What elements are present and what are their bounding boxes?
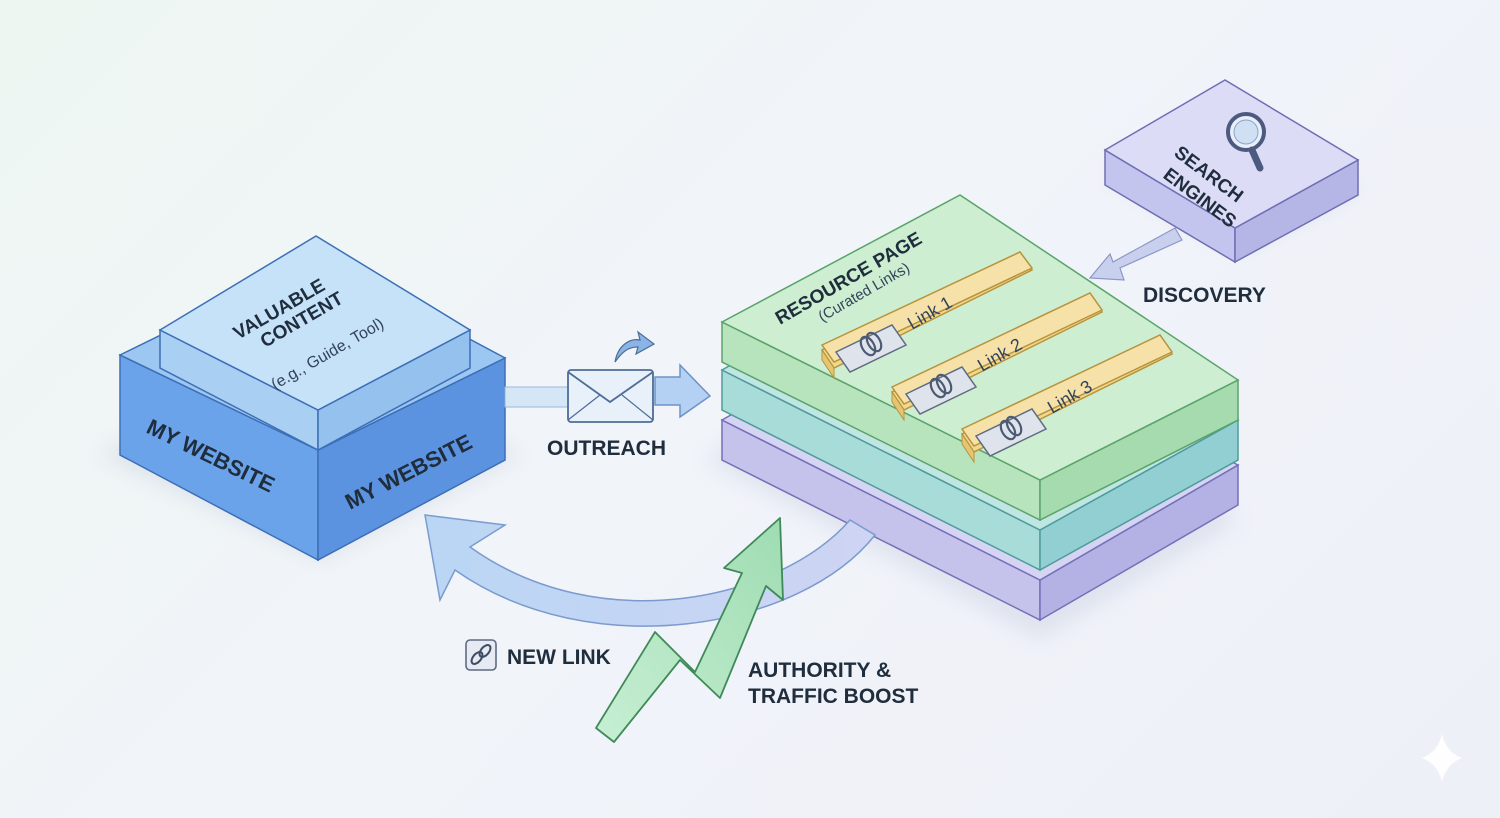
growth-arrow: AUTHORITY & TRAFFIC BOOST: [595, 517, 918, 743]
chain-link-icon: [834, 324, 908, 373]
growth-arrow-shape: [595, 517, 784, 743]
outreach-connector: [504, 386, 576, 408]
boost-label-line2: TRAFFIC BOOST: [748, 685, 918, 708]
link-icon: [465, 639, 497, 671]
discovery-flow: DISCOVERY: [1088, 227, 1266, 307]
stack-layer-green: [720, 194, 1240, 522]
link-card-3[interactable]: Link 3: [960, 334, 1174, 464]
new-link-flow: NEW LINK: [424, 514, 877, 671]
chain-link-icon: [904, 366, 978, 415]
send-arrow-icon: [614, 330, 656, 363]
boost-label-line1: AUTHORITY &: [748, 659, 891, 682]
outreach-label: OUTREACH: [547, 437, 666, 460]
discovery-arrow: [1088, 227, 1183, 281]
my-website-block: MY WEBSITE MY WEBSITE VALUABLE CONTENT (…: [100, 235, 520, 562]
return-arrow: [424, 514, 877, 627]
outreach-arrow: [654, 363, 712, 419]
valuable-content-slab: VALUABLE CONTENT (e.g., Guide, Tool): [158, 235, 472, 452]
new-link-label: NEW LINK: [507, 646, 611, 669]
outreach-flow: OUTREACH: [504, 330, 712, 460]
resource-page-stack: RESOURCE PAGE (Curated Links) Link 1: [705, 194, 1240, 640]
content-top-face: [158, 235, 472, 411]
discovery-label: DISCOVERY: [1143, 284, 1266, 307]
envelope-icon: [567, 369, 654, 423]
chain-link-icon: [974, 408, 1048, 457]
resource-top-face: [720, 194, 1240, 481]
search-engines-block: SEARCH ENGINES: [1103, 79, 1360, 264]
search-top-face: [1103, 79, 1360, 229]
magnifier-icon: [1226, 112, 1266, 172]
sparkle-icon: [1422, 734, 1462, 782]
